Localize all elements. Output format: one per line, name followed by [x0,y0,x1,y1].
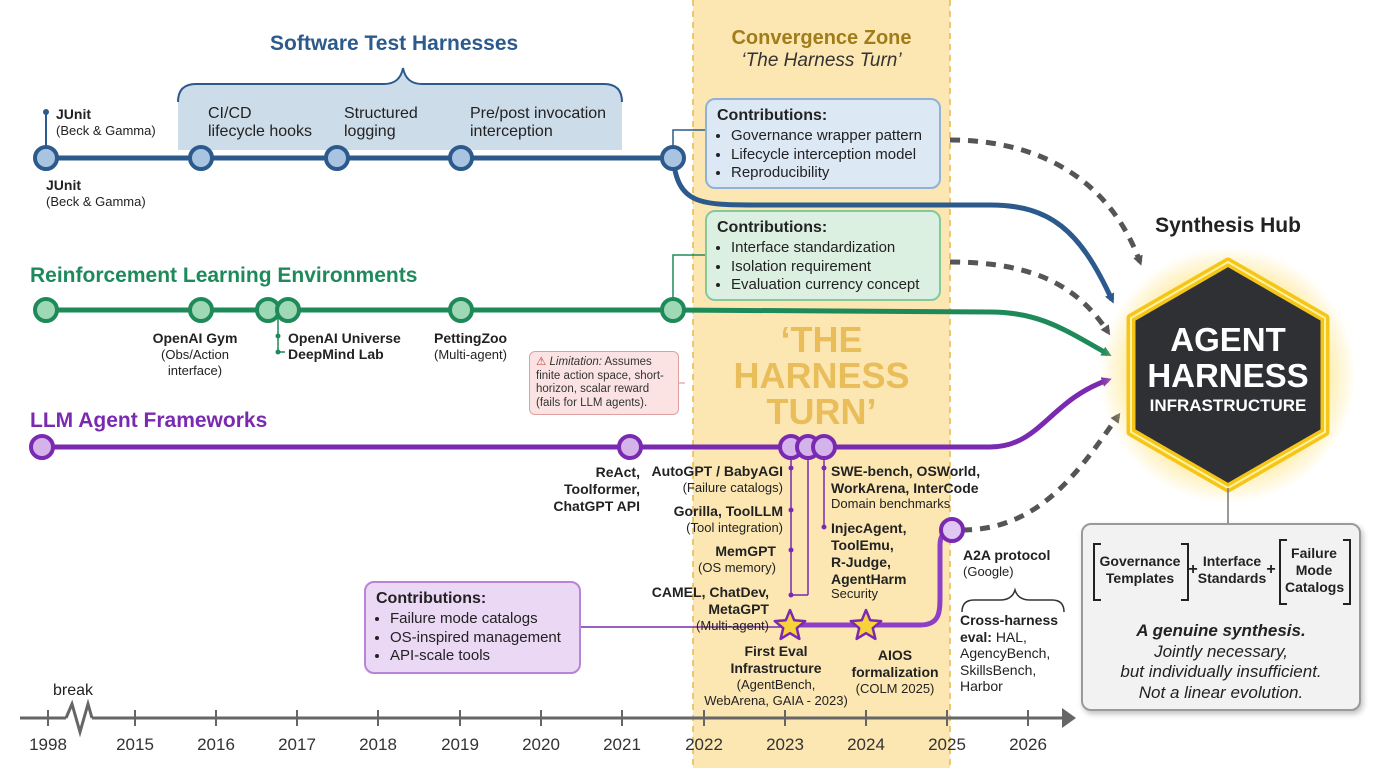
list-item: OS-inspired management [390,629,569,648]
synthesis-plus1: + [1188,561,1198,578]
limitation-text: Assumes finite action space, short- hori… [536,356,664,409]
year-label: 2015 [116,735,154,754]
firsteval-name: First Eval Infrastructure [730,643,822,676]
year-label: 2019 [441,735,479,754]
limitation-box: ⚠ Limitation: Assumes finite action spac… [529,351,679,415]
limitation-label: Limitation: [549,356,602,368]
synthesis-term3: Failure Mode Catalogs [1285,545,1345,595]
swebench-sub: Domain benchmarks [831,496,951,511]
hub-line1: AGENT [1170,321,1286,358]
year-label: 2023 [766,735,804,754]
synthesis-card: Governance Templates + Interface Standar… [1081,523,1361,711]
list-item: API-scale tools [390,647,569,666]
injec-name: InjecAgent, ToolEmu, R-Judge, AgentHarm [831,520,907,587]
convergence-title: Convergence Zone [731,27,912,49]
gorilla-name: Gorilla, ToolLLM [673,503,783,519]
list-item: Lifecycle interception model [731,146,929,165]
bracket-left-3 [1279,539,1287,605]
year-label: 2016 [197,735,235,754]
camel-sub: (Multi-agent) [696,618,769,633]
logging-label: Structured logging [344,105,418,140]
cicd-label: CI/CD lifecycle hooks [208,105,313,140]
universe-label: OpenAI Universe [288,330,401,346]
software-contrib-header: Contributions: [717,107,828,124]
convergence-subtitle: ‘The Harness Turn’ [741,50,902,71]
rl-contrib-header: Contributions: [717,219,828,236]
bracket-left-1 [1093,543,1101,601]
petting-name: PettingZoo [434,330,508,346]
hub-line3: INFRASTRUCTURE [1149,396,1307,415]
bracket-right-3 [1343,539,1351,605]
synthesis-line3: but individually insufficient. [1120,662,1322,681]
aios-sub: (COLM 2025) [855,681,935,696]
junit-top-name: JUnit [56,106,91,122]
injec-sub: Security [831,586,878,601]
list-item: Evaluation currency concept [731,276,929,295]
hub-line2: HARNESS [1147,357,1309,394]
junit-bottom-sub: (Beck & Gamma) [46,194,146,209]
junit-bottom-name: JUnit [46,177,81,193]
gym-name: OpenAI Gym [152,330,238,346]
petting-sub: (Multi-agent) [434,347,507,362]
software-bracket [178,68,622,150]
list-item: Failure mode catalogs [390,610,569,629]
rl-contrib-box: Contributions: Interface standardization… [705,210,941,301]
rl-title: Reinforcement Learning Environments [30,264,418,287]
firsteval-sub: (AgentBench, WebArena, GAIA - 2023) [704,677,848,708]
year-label: 2026 [1009,735,1047,754]
crossharness-label: Cross-harness eval: HAL, AgencyBench, Sk… [960,612,1058,695]
autogpt-sub: (Failure catalogs) [682,480,783,495]
junit-top-sub: (Beck & Gamma) [56,123,156,138]
axis-break-label: break [53,682,94,699]
camel-name: CAMEL, ChatDev, MetaGPT [651,584,769,617]
software-contrib-list: Governance wrapper pattern Lifecycle int… [717,127,929,183]
gym-sub: (Obs/Action interface) [161,347,229,378]
year-label: 2018 [359,735,397,754]
harness-turn-big: ‘THE HARNESS TURN’ [733,319,910,432]
list-item: Interface standardization [731,239,929,258]
warning-icon: ⚠ [536,356,547,368]
deepmind-label: DeepMind Lab [288,346,384,362]
react-label: ReAct, Toolformer, ChatGPT API [553,464,640,514]
llm-contrib-header: Contributions: [376,590,487,607]
rl-contrib-list: Interface standardization Isolation requ… [717,239,929,295]
synthesis-line4: Not a linear evolution. [1138,682,1304,702]
synthesis-equation: Governance Templates + Interface Standar… [1089,539,1357,605]
software-contrib-box: Contributions: Governance wrapper patter… [705,98,941,189]
llm-contrib-list: Failure mode catalogs OS-inspired manage… [376,610,569,666]
bracket-right-1 [1181,543,1189,601]
memgpt-name: MemGPT [715,543,776,559]
memgpt-sub: (OS memory) [698,560,776,575]
a2a-sub: (Google) [963,564,1014,579]
year-label: 2021 [603,735,641,754]
llm-contrib-box: Contributions: Failure mode catalogs OS-… [364,581,581,674]
synthesis-bold-line: A genuine synthesis. [1136,621,1306,640]
list-item: Isolation requirement [731,258,929,277]
year-label: 2024 [847,735,885,754]
autogpt-name: AutoGPT / BabyAGI [651,463,783,479]
crossharness-bold: Cross-harness eval: [960,612,1059,645]
year-label: 2022 [685,735,723,754]
synthesis-plus2: + [1266,561,1276,578]
swebench-name: SWE-bench, OSWorld, WorkArena, InterCode [831,463,981,496]
year-label: 2025 [928,735,966,754]
hub-title: Synthesis Hub [1155,214,1301,237]
synthesis-term1: Governance Templates [1099,553,1181,586]
a2a-name: A2A protocol [963,547,1051,563]
synthesis-term2: Interface Standards [1197,553,1267,586]
year-label: 2020 [522,735,560,754]
aios-name: AIOS formalization [851,647,939,680]
prepost-label: Pre/post invocation interception [470,105,607,140]
gorilla-sub: (Tool integration) [686,520,783,535]
year-label: 1998 [29,735,67,754]
crossharness-text: HAL, AgencyBench, SkillsBench, Harbor [960,628,1051,695]
llm-title: LLM Agent Frameworks [30,409,268,432]
synthesis-text: A genuine synthesis. Jointly necessary, … [1083,621,1359,703]
list-item: Reproducibility [731,164,929,183]
list-item: Governance wrapper pattern [731,127,929,146]
year-label: 2017 [278,735,316,754]
synthesis-line2: Jointly necessary, [1154,641,1288,661]
software-title: Software Test Harnesses [270,32,519,55]
